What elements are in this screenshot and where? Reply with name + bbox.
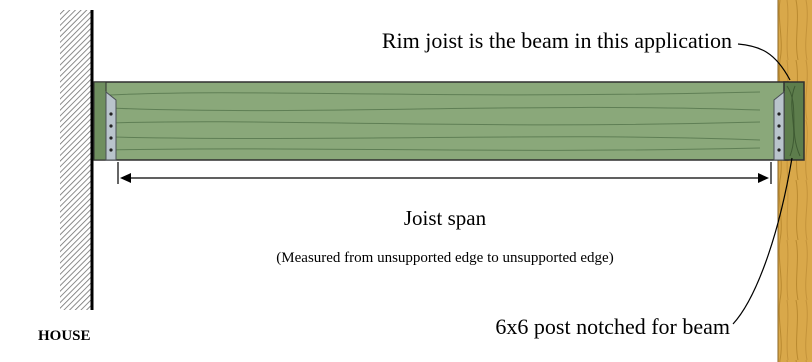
post-6x6 [777,0,812,362]
right-joist-hanger [773,90,785,161]
ledger-board [93,81,107,161]
rim-joist-callout: Rim joist is the beam in this applicatio… [382,28,732,53]
house-label: HOUSE [38,328,91,344]
left-joist-hanger [105,90,117,161]
post-leader [732,157,793,325]
rim-joist [783,81,805,161]
house-wall [60,10,94,310]
span-label: Joist span [404,206,487,230]
span-dimension [117,162,772,184]
span-note: (Measured from unsupported edge to unsup… [276,250,613,266]
joist [93,81,789,161]
post-callout: 6x6 post notched for beam [495,314,730,339]
rim-joist-leader [737,43,791,81]
